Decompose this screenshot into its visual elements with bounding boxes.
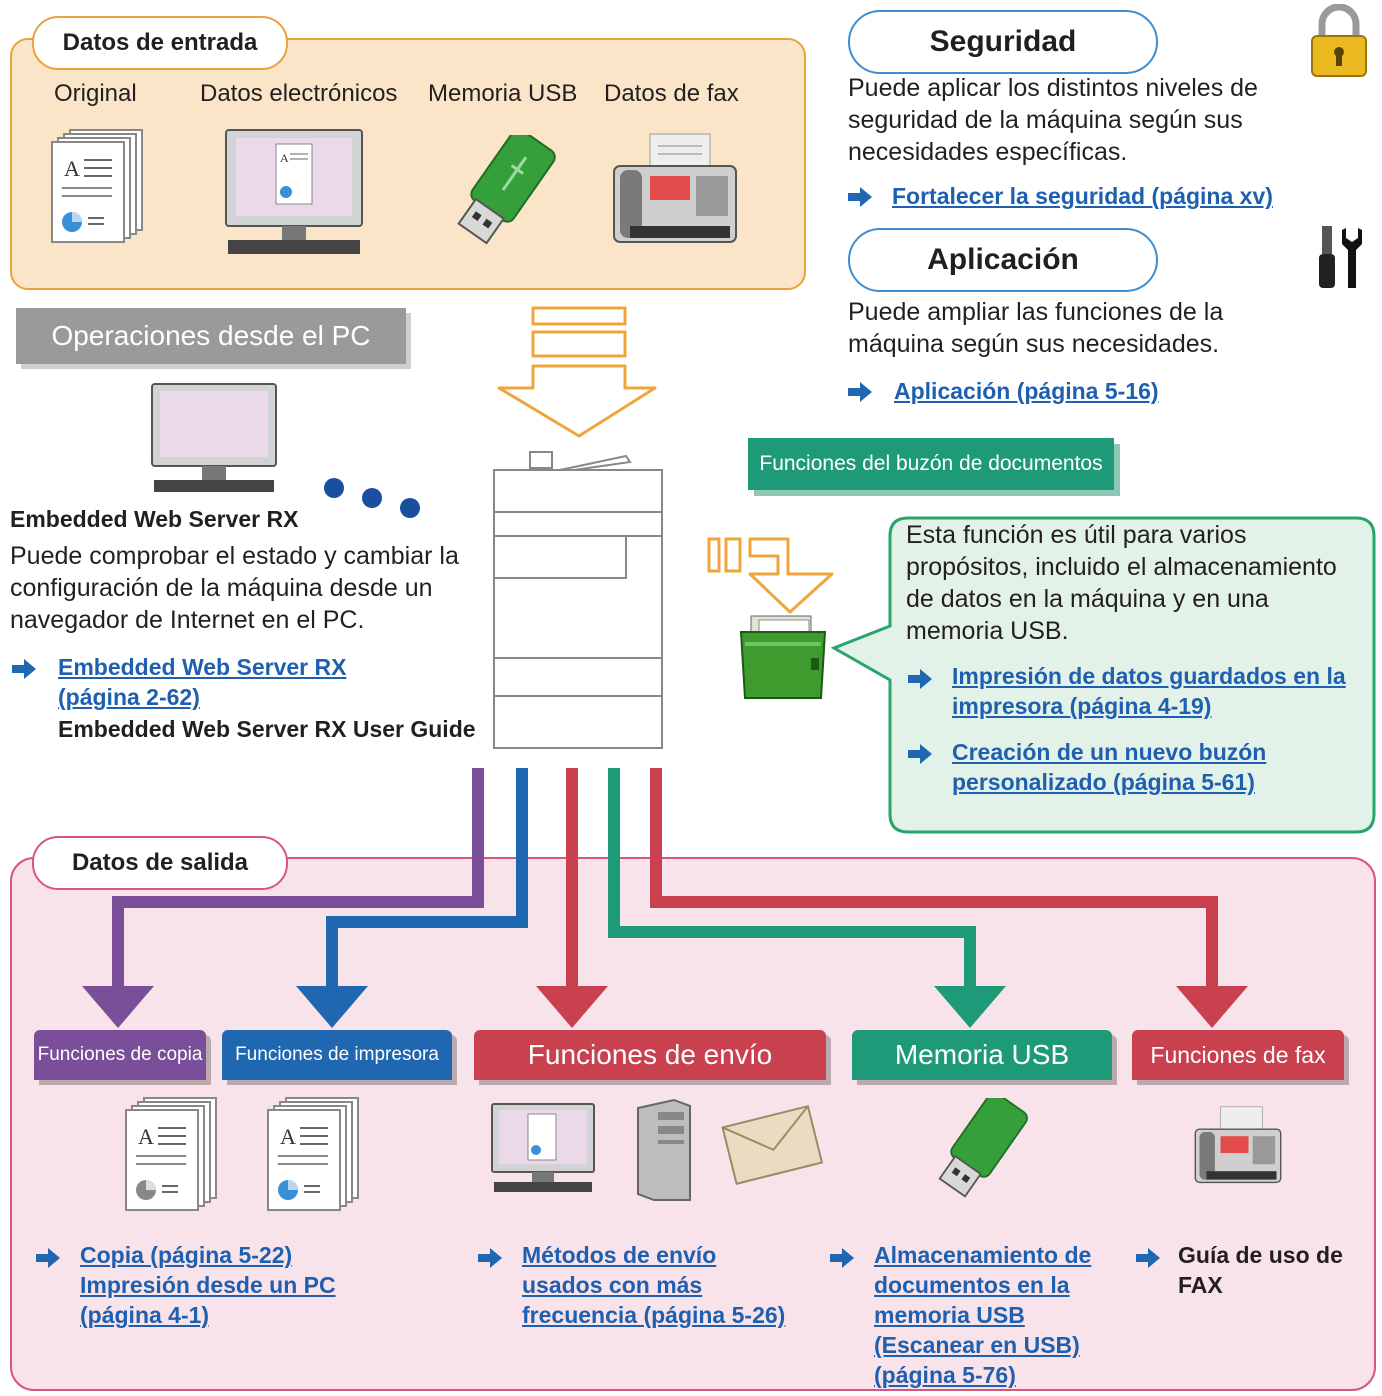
document-stack-icon: A (51, 129, 143, 243)
print-document-stack-icon: A (267, 1097, 359, 1211)
input-item-original: Original (54, 80, 137, 107)
pc-link[interactable]: Embedded Web Server RX (página 2-62) (58, 654, 347, 710)
tab-printer-functions: Funciones de impresora (222, 1030, 452, 1080)
docbox-title: Funciones del buzón de documentos (748, 438, 1114, 490)
application-text: Puede ampliar las funciones de la máquin… (848, 298, 1224, 358)
tab-fax-functions: Funciones de fax (1132, 1030, 1344, 1080)
svg-text:A: A (138, 1124, 154, 1149)
link-arrow-icon (478, 1248, 502, 1268)
fax-output-icon (1194, 1106, 1282, 1184)
application-link[interactable]: Aplicación (página 5-16) (894, 378, 1159, 404)
input-flow-arrow (497, 306, 657, 438)
link-arrow-icon (908, 744, 932, 764)
tab-send-functions: Funciones de envío (474, 1030, 826, 1080)
print-from-pc-link[interactable]: Impresión desde un PC (página 4-1) (80, 1272, 336, 1328)
document-box-icon (739, 615, 827, 699)
security-link[interactable]: Fortalecer la seguridad (página xv) (892, 183, 1273, 209)
link-arrow-icon (848, 382, 872, 402)
usb-storage-link[interactable]: Almacenamiento de documentos en la memor… (874, 1242, 1092, 1388)
input-item-usb: Memoria USB (428, 80, 578, 107)
link-arrow-icon (908, 669, 932, 689)
usb-stick-icon (457, 135, 556, 245)
output-routing-lines (82, 768, 1248, 1028)
docbox-text: Esta función es útil para varios propósi… (906, 521, 1337, 645)
link-arrow-icon (12, 659, 36, 679)
svg-text:A: A (64, 156, 80, 181)
svg-text:A: A (280, 1124, 296, 1149)
server-tower-icon (637, 1098, 691, 1201)
link-arrow-icon (36, 1248, 60, 1268)
pc-monitor-icon (151, 383, 277, 492)
tab-usb-memory: Memoria USB (852, 1030, 1112, 1080)
tab-copy-functions: Funciones de copia (34, 1030, 206, 1080)
docbox-callout (830, 516, 1376, 834)
pc-server-name: Embedded Web Server RX (10, 506, 299, 532)
usb-stick-output-icon (938, 1098, 1028, 1198)
docbox-link-new-box[interactable]: Creación de un nuevo buzón personalizado… (952, 739, 1267, 795)
monitor-document-icon: A (225, 129, 363, 254)
security-text: Puede aplicar los distintos niveles de s… (848, 74, 1258, 166)
output-data-label: Datos de salida (32, 836, 288, 890)
tools-icon (1319, 226, 1362, 288)
fax-machine-icon (613, 133, 737, 243)
svg-text:A: A (280, 151, 289, 165)
output-data-panel (10, 857, 1376, 1391)
link-arrow-icon (848, 187, 872, 207)
pc-operations-title: Operaciones desde el PC (16, 308, 406, 364)
docbox-link-print[interactable]: Impresión de datos guardados en la impre… (952, 663, 1346, 719)
fax-guide: Guía de uso de FAX (1178, 1242, 1343, 1298)
link-arrow-icon (1136, 1248, 1160, 1268)
application-title: Aplicación (848, 228, 1158, 292)
input-item-electronic: Datos electrónicos (200, 80, 398, 107)
padlock-icon (1311, 4, 1367, 77)
send-methods-link[interactable]: Métodos de envío usados con más frecuenc… (522, 1242, 786, 1328)
pc-user-guide: Embedded Web Server RX User Guide (58, 716, 476, 742)
envelope-icon (721, 1104, 824, 1185)
connection-dots-icon (324, 478, 420, 518)
link-arrow-icon (830, 1248, 854, 1268)
send-pc-monitor-icon (491, 1103, 595, 1192)
copy-document-stack-icon: A (125, 1097, 217, 1211)
security-title: Seguridad (848, 10, 1158, 74)
pc-text: Puede comprobar el estado y cambiar la c… (10, 542, 459, 634)
input-data-label: Datos de entrada (32, 16, 288, 70)
docbox-flow-arrow (707, 537, 834, 614)
input-item-fax: Datos de fax (604, 80, 739, 107)
copy-link[interactable]: Copia (página 5-22) (80, 1242, 293, 1268)
mfp-device-icon (493, 451, 663, 749)
